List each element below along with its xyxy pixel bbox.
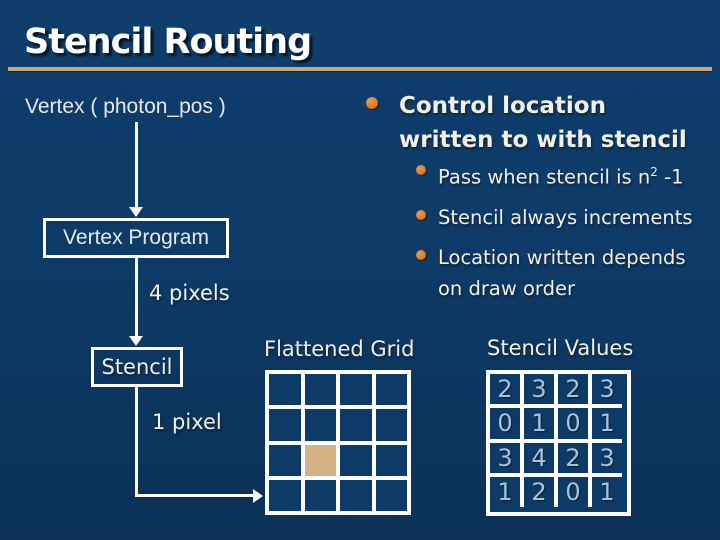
arrow-right-icon xyxy=(253,489,263,503)
sub-bullet-text: Pass when stencil is n xyxy=(438,165,651,189)
grid-cell-highlighted xyxy=(304,444,336,476)
stencil-value-cell: 1 xyxy=(592,408,622,439)
stencil-value-cell: 3 xyxy=(592,374,622,405)
grid-cell xyxy=(375,444,407,476)
connector-line-vertical-1 xyxy=(135,122,138,210)
stencil-box-label: Stencil xyxy=(101,355,173,379)
grid-cell xyxy=(304,374,336,406)
edge-label-1-pixel: 1 pixel xyxy=(152,410,222,434)
sub-bullet-pass-stencil: Pass when stencil is n2 -1 xyxy=(438,157,684,193)
bullet-icon xyxy=(416,210,426,220)
vertex-program-box: Vertex Program xyxy=(43,218,229,258)
stencil-values-label: Stencil Values xyxy=(487,336,634,360)
bullet-icon xyxy=(416,250,426,260)
stencil-value-cell: 3 xyxy=(490,442,520,473)
main-bullet-line1: Control location xyxy=(399,93,606,119)
sub-bullet-draw-order: Location written depends on draw order xyxy=(438,242,686,304)
connector-line-vertical-3 xyxy=(135,387,138,497)
grid-cell xyxy=(304,409,336,441)
stencil-value-cell: 4 xyxy=(524,442,554,473)
grid-cell xyxy=(340,374,372,406)
stencil-value-cell: 3 xyxy=(592,442,622,473)
sub-bullet-line1: Location written depends xyxy=(438,246,686,269)
grid-cell xyxy=(340,479,372,511)
arrow-down-icon xyxy=(129,336,143,346)
stencil-value-cell: 2 xyxy=(490,374,520,405)
grid-cell xyxy=(269,444,301,476)
stencil-value-cell: 1 xyxy=(490,476,520,507)
stencil-value-cell: 0 xyxy=(490,408,520,439)
grid-cell xyxy=(269,374,301,406)
stencil-value-cell: 0 xyxy=(558,408,588,439)
sub-bullet-increments: Stencil always increments xyxy=(438,206,693,229)
title-underline xyxy=(8,67,712,71)
main-bullet-text: Control location written to with stencil xyxy=(399,89,687,157)
stencil-value-cell: 2 xyxy=(558,442,588,473)
sub-bullet-line2: on draw order xyxy=(438,277,575,300)
grid-cell xyxy=(375,374,407,406)
grid-cell xyxy=(269,409,301,441)
grid-cell xyxy=(340,444,372,476)
grid-cell xyxy=(304,479,336,511)
flowchart-input-label: Vertex ( photon_pos ) xyxy=(25,95,226,118)
connector-line-vertical-2 xyxy=(135,258,138,338)
vertex-program-label: Vertex Program xyxy=(63,226,209,249)
stencil-value-cell: 1 xyxy=(524,408,554,439)
sub-bullet-text: -1 xyxy=(657,165,684,189)
stencil-value-cell: 2 xyxy=(524,476,554,507)
arrow-down-icon xyxy=(129,207,143,217)
grid-cell xyxy=(375,479,407,511)
bullet-icon xyxy=(366,97,378,109)
connector-line-horizontal xyxy=(135,494,253,497)
bullet-icon xyxy=(416,165,426,175)
stencil-value-cell: 0 xyxy=(558,476,588,507)
stencil-value-cell: 1 xyxy=(592,476,622,507)
stencil-value-cell: 2 xyxy=(558,374,588,405)
main-bullet-line2: written to with stencil xyxy=(399,127,687,153)
edge-label-4-pixels: 4 pixels xyxy=(149,281,230,305)
stencil-box: Stencil xyxy=(91,347,183,387)
superscript: 2 xyxy=(650,165,658,179)
stencil-value-cell: 3 xyxy=(524,374,554,405)
grid-cell xyxy=(340,409,372,441)
grid-cell xyxy=(375,409,407,441)
flattened-grid xyxy=(265,370,411,515)
slide-title: Stencil Routing xyxy=(24,22,312,62)
grid-cell xyxy=(269,479,301,511)
flattened-grid-label: Flattened Grid xyxy=(264,337,415,361)
